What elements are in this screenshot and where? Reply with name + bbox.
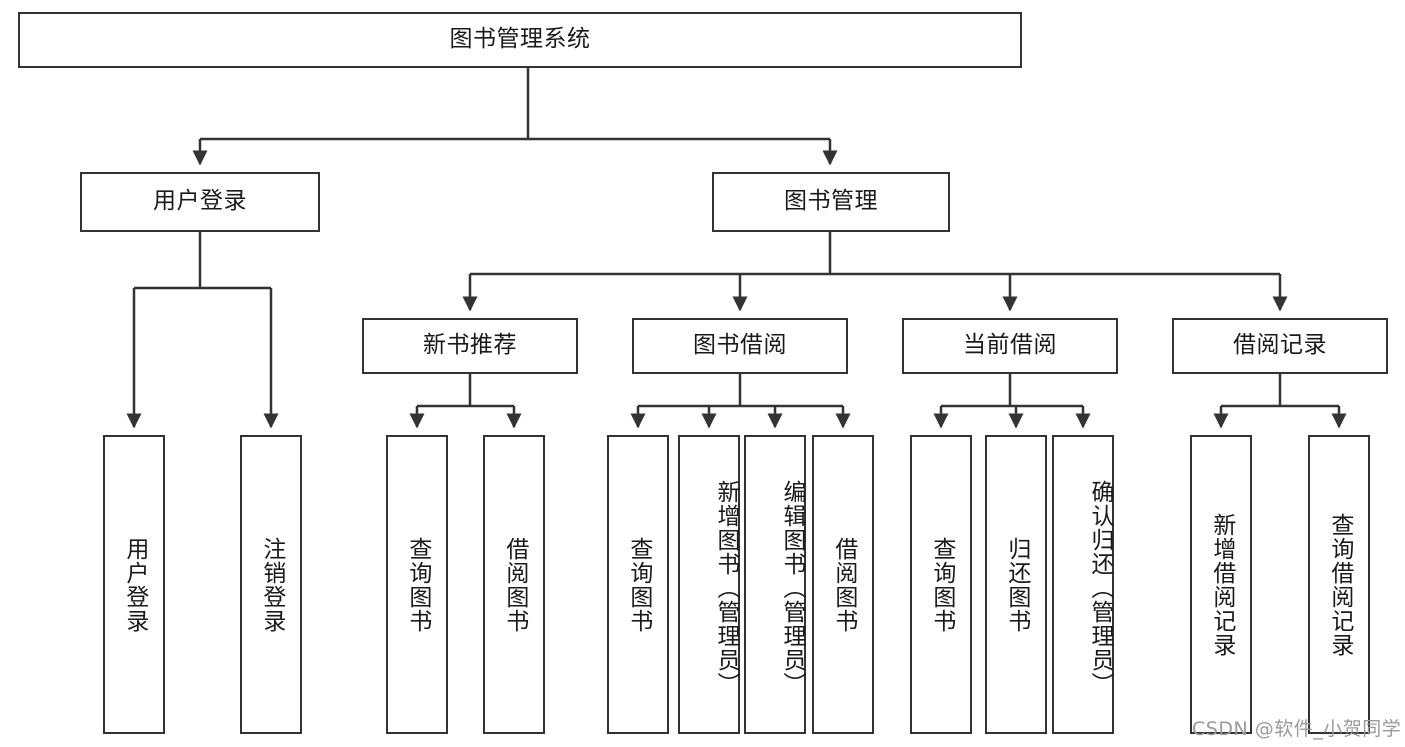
leaf-borrow-book-recommend[interactable]: 借阅图书 xyxy=(483,435,545,734)
node-root[interactable]: 图书管理系统 xyxy=(18,12,1022,68)
node-borrow-record[interactable]: 借阅记录 xyxy=(1172,318,1388,374)
node-current-borrow[interactable]: 当前借阅 xyxy=(902,318,1118,374)
leaf-add-book-admin[interactable]: 新增图书（管理员） xyxy=(678,435,740,734)
node-new-book-recommend[interactable]: 新书推荐 xyxy=(362,318,578,374)
leaf-add-borrow-record[interactable]: 新增借阅记录 xyxy=(1190,435,1252,734)
node-book-management[interactable]: 图书管理 xyxy=(712,172,950,232)
node-book-borrow[interactable]: 图书借阅 xyxy=(632,318,848,374)
leaf-edit-book-admin[interactable]: 编辑图书（管理员） xyxy=(744,435,806,734)
leaf-query-book-recommend[interactable]: 查询图书 xyxy=(386,435,448,734)
leaf-confirm-return-admin[interactable]: 确认归还（管理员） xyxy=(1052,435,1114,734)
csdn-watermark: CSDN @软件_小贺同学 xyxy=(1192,718,1402,740)
leaf-return-book[interactable]: 归还图书 xyxy=(985,435,1047,734)
leaf-user-logout[interactable]: 注销登录 xyxy=(240,435,302,734)
node-user-login[interactable]: 用户登录 xyxy=(80,172,320,232)
leaf-query-book-current[interactable]: 查询图书 xyxy=(910,435,972,734)
leaf-borrow-book[interactable]: 借阅图书 xyxy=(812,435,874,734)
leaf-query-book[interactable]: 查询图书 xyxy=(607,435,669,734)
leaf-user-login[interactable]: 用户登录 xyxy=(103,435,165,734)
leaf-query-borrow-record[interactable]: 查询借阅记录 xyxy=(1308,435,1370,734)
